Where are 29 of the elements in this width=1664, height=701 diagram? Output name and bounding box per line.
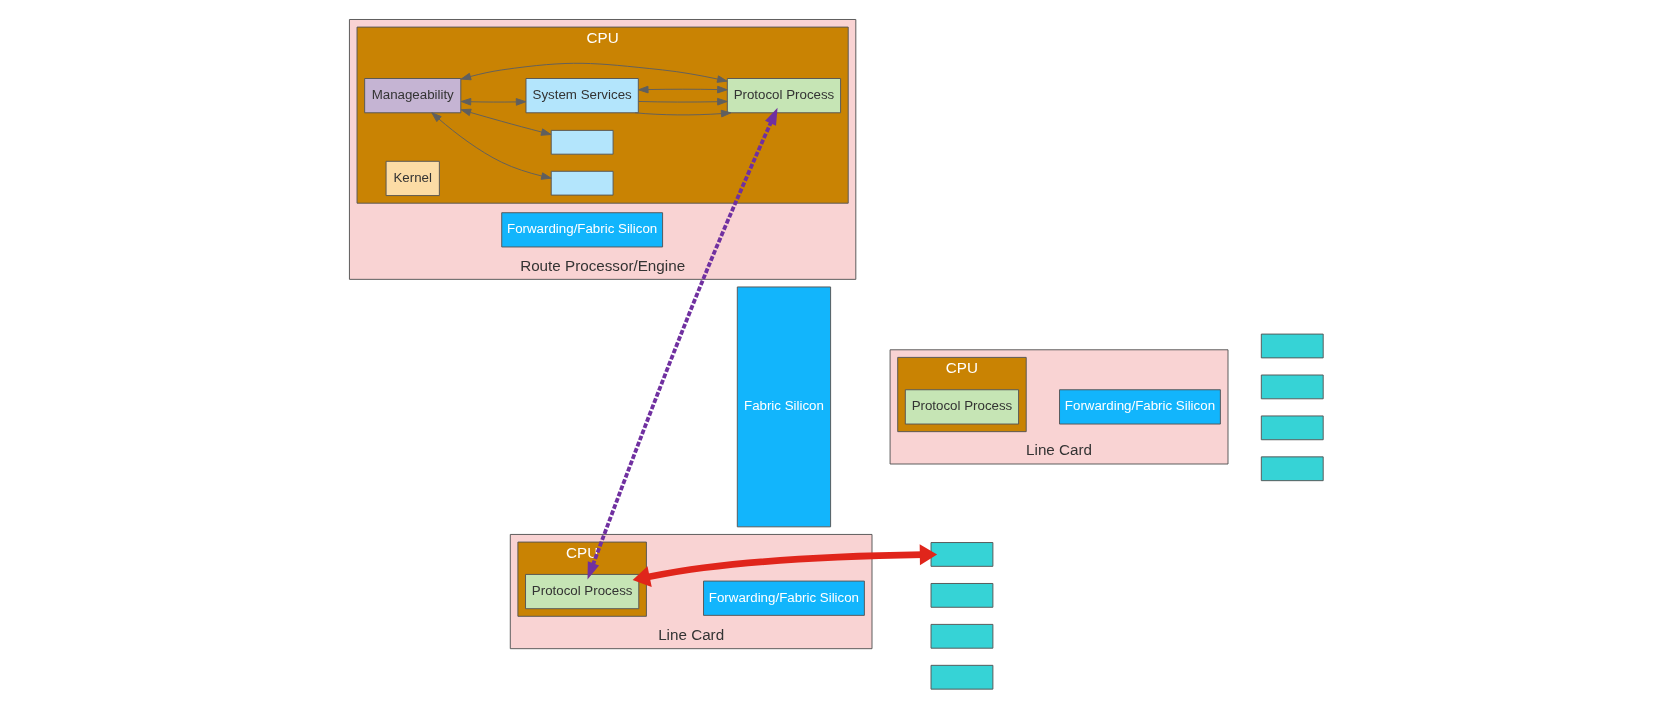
arrow: [430, 112, 552, 180]
arrow: [637, 97, 728, 106]
node-box: Forwarding/Fabric Silicon: [1058, 389, 1221, 425]
node-box: [550, 129, 614, 155]
arrow: [632, 544, 937, 588]
arrow: [460, 97, 526, 106]
node-box: Protocol Process: [524, 573, 639, 610]
node-box: [930, 623, 993, 649]
node-box: [1260, 456, 1324, 482]
node-box: Kernel: [385, 160, 440, 197]
node-box: [930, 664, 993, 690]
arrow: [587, 107, 778, 580]
node-box: Manageability: [363, 78, 461, 114]
node-box: [1260, 415, 1324, 441]
node-box: Forwarding/Fabric Silicon: [500, 212, 663, 248]
node-box: Protocol Process: [726, 78, 841, 114]
node-box: Forwarding/Fabric Silicon: [702, 580, 865, 616]
node-box: Fabric Silicon: [736, 286, 831, 528]
node-box: [1260, 333, 1324, 359]
node-box: Protocol Process: [904, 389, 1019, 425]
node-box: [930, 542, 993, 567]
node-box: [550, 170, 614, 196]
arrow: [460, 62, 727, 83]
arrow: [460, 108, 551, 136]
node-box: System Services: [525, 78, 639, 114]
arrow: [637, 85, 728, 94]
node-box: [1260, 374, 1324, 400]
node-box: [930, 583, 993, 608]
arrow: [634, 109, 731, 118]
